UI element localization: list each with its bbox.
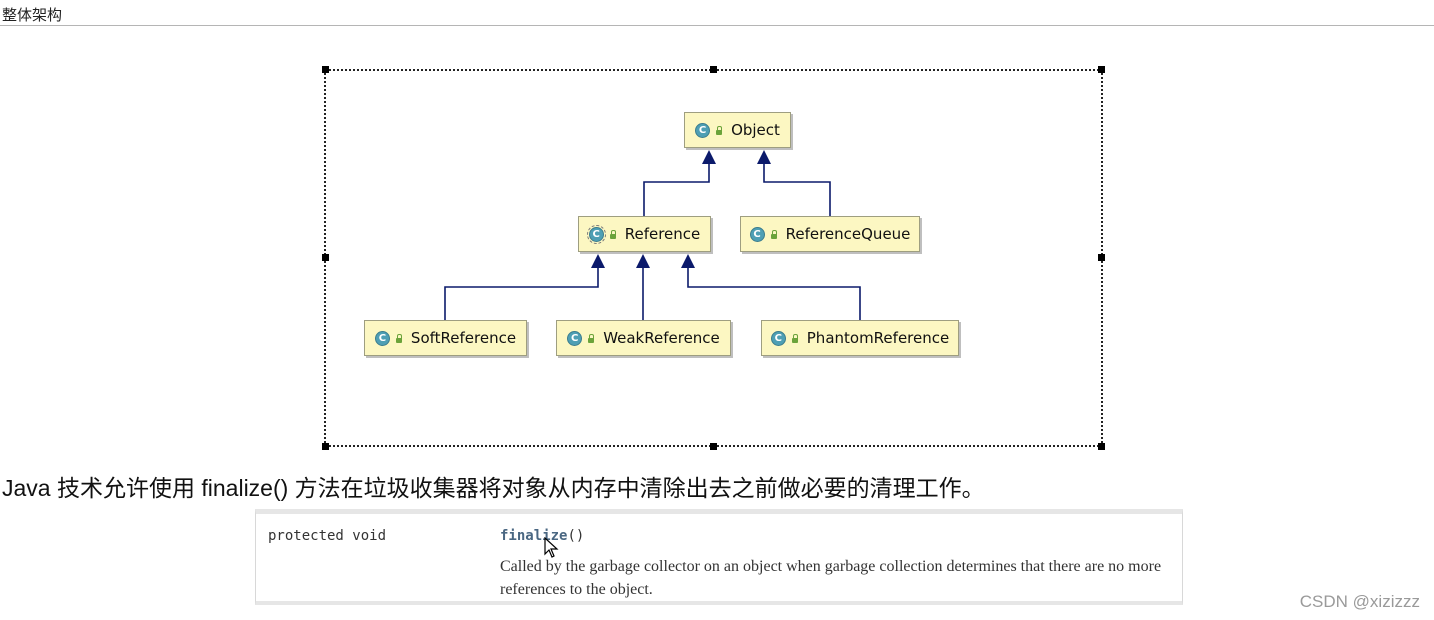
public-lock-icon <box>587 334 595 343</box>
inheritance-arrowhead-referencequeue <box>757 150 771 164</box>
class-node-label: SoftReference <box>410 329 517 347</box>
abstract-class-icon: C <box>586 224 606 244</box>
resize-handle-top-right[interactable] <box>1098 66 1105 73</box>
method-description: Called by the garbage collector on an ob… <box>500 558 1162 598</box>
public-lock-icon <box>609 230 617 239</box>
inheritance-edge-reference <box>643 162 710 216</box>
resize-handle-top-left[interactable] <box>322 66 329 73</box>
inheritance-arrowhead-phantomreference <box>681 254 695 268</box>
class-node-label: WeakReference <box>603 329 720 347</box>
watermark: CSDN @xizizzz <box>1299 592 1420 611</box>
resize-handle-bottom-center[interactable] <box>710 443 717 450</box>
inheritance-arrowhead-softreference <box>591 254 605 268</box>
class-node-label: Object <box>731 121 780 139</box>
mouse-cursor-icon <box>544 537 559 558</box>
public-lock-icon <box>791 334 799 343</box>
class-icon: C <box>749 226 765 242</box>
resize-handle-middle-left[interactable] <box>322 254 329 261</box>
resize-handle-bottom-right[interactable] <box>1098 443 1105 450</box>
description-code: finalize() <box>201 475 289 501</box>
public-lock-icon <box>395 334 403 343</box>
class-node-softreference[interactable]: C SoftReference <box>364 320 527 356</box>
class-icon: C <box>567 330 583 346</box>
resize-handle-middle-right[interactable] <box>1098 254 1105 261</box>
public-lock-icon <box>715 126 723 135</box>
class-node-label: Reference <box>624 225 701 243</box>
class-node-label: ReferenceQueue <box>785 225 911 243</box>
inheritance-edge-phantomreference <box>687 266 861 320</box>
section-title: 整体架构 <box>2 6 63 24</box>
method-summary-table: protected void finalize() Called by the … <box>255 509 1183 605</box>
class-icon: C <box>695 122 711 138</box>
header-bar: 整体架构 <box>0 0 1434 26</box>
description-text-after: 方法在垃圾收集器将对象从内存中清除出去之前做必要的清理工作。 <box>288 475 985 501</box>
inheritance-arrowhead-weakreference <box>636 254 650 268</box>
description-text-before: Java 技术允许使用 <box>2 475 202 501</box>
inheritance-edge-softreference <box>444 266 599 320</box>
class-node-object[interactable]: C Object <box>684 112 791 148</box>
inheritance-arrowhead-reference <box>702 150 716 164</box>
method-link[interactable]: finalize <box>500 528 568 544</box>
resize-handle-top-center[interactable] <box>710 66 717 73</box>
inheritance-edge-referencequeue <box>763 162 831 216</box>
finalize-description: Java 技术允许使用 finalize() 方法在垃圾收集器将对象从内存中清除… <box>2 469 985 503</box>
class-node-phantomreference[interactable]: C PhantomReference <box>761 320 959 356</box>
resize-handle-bottom-left[interactable] <box>322 443 329 450</box>
class-node-referencequeue[interactable]: C ReferenceQueue <box>740 216 920 252</box>
class-icon: C <box>770 330 786 346</box>
method-params: () <box>567 528 585 544</box>
class-icon: C <box>374 330 390 346</box>
public-lock-icon <box>770 230 778 239</box>
method-modifier: protected void <box>268 528 387 544</box>
class-node-reference[interactable]: C Reference <box>578 216 711 252</box>
method-signature: finalize() <box>500 528 584 544</box>
class-node-label: PhantomReference <box>806 329 950 347</box>
class-node-weakreference[interactable]: C WeakReference <box>556 320 731 356</box>
